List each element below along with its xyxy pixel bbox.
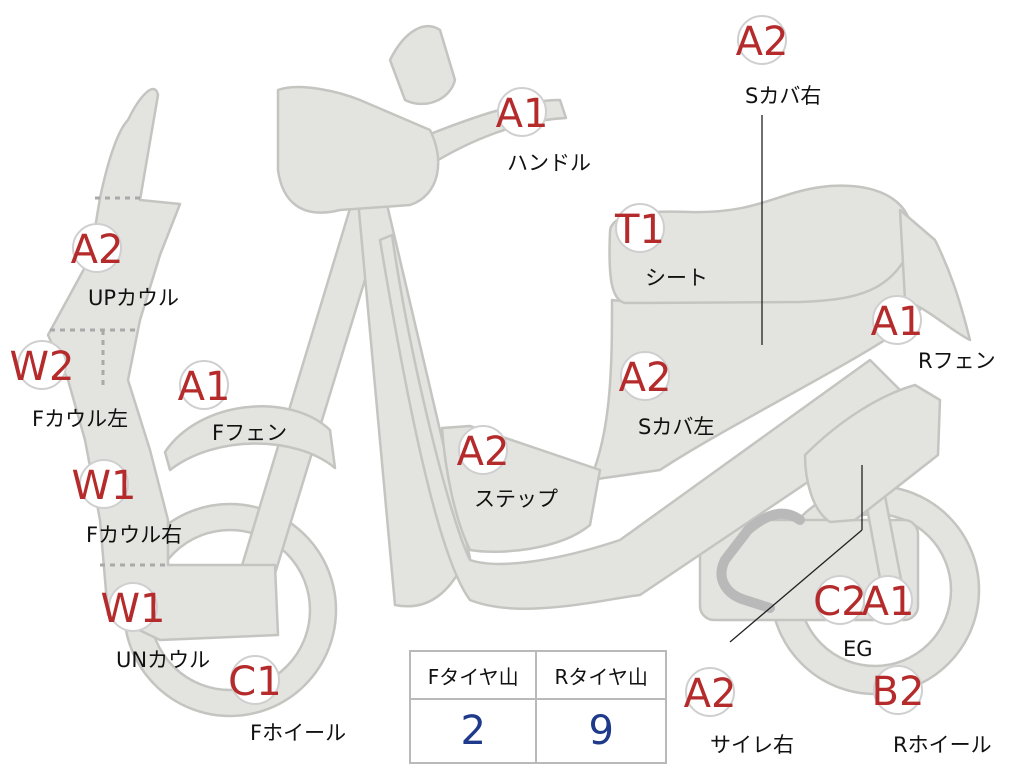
label-f-cowl-right: W1 Fカウル右 [72,459,182,547]
label-f-fender: A1 Fフェン [178,360,287,445]
svg-text:A1: A1 [178,364,231,410]
tire-tread-table: Fタイヤ山 Rタイヤ山 2 9 [408,650,667,764]
svg-text:A2: A2 [684,671,737,717]
svg-text:Fカウル右: Fカウル右 [86,523,182,547]
svg-text:Sカバ右: Sカバ右 [745,84,821,108]
svg-text:Sカバ左: Sカバ左 [638,415,714,439]
svg-text:W1: W1 [101,586,166,632]
label-s-cover-right: A2 Sカバ右 [736,15,821,108]
svg-text:Fカウル左: Fカウル左 [32,407,128,431]
label-engine: C2 A1 EG [813,575,915,661]
svg-text:A2: A2 [619,355,672,401]
mirror [388,25,457,106]
svg-text:T1: T1 [614,207,665,253]
label-side-right: A2 サイレ右 [684,667,794,757]
label-r-wheel: B2 Rホイール [872,665,992,757]
svg-text:Fフェン: Fフェン [212,421,287,445]
svg-text:A1: A1 [871,299,924,345]
label-step: A2 ステップ [457,425,558,511]
svg-text:Fホイール: Fホイール [250,721,346,745]
rear-tread-header: Rタイヤ山 [535,650,667,700]
label-seat: T1 シート [614,203,708,290]
svg-text:サイレ右: サイレ右 [710,733,794,757]
svg-text:A2: A2 [736,19,789,65]
front-tread-value: 2 [408,698,538,764]
exhaust-pipe [716,508,805,613]
headlight-housing [276,85,440,214]
seat-shape [608,184,913,305]
svg-text:W1: W1 [72,463,137,509]
svg-text:A1: A1 [496,91,549,137]
front-tread-header: Fタイヤ山 [408,650,538,700]
label-un-cowl: W1 UNカウル [101,582,210,672]
svg-text:A2: A2 [71,227,124,273]
svg-text:ハンドル: ハンドル [507,151,591,175]
svg-text:B2: B2 [872,669,925,715]
svg-text:シート: シート [645,266,708,290]
svg-text:C1: C1 [228,659,281,705]
leader-side-right-2 [729,529,863,643]
svg-text:A1: A1 [862,579,915,625]
svg-text:Rフェン: Rフェン [918,349,996,373]
label-up-cowl: A2 UPカウル [71,223,179,310]
label-s-cover-left: A2 Sカバ左 [619,351,714,439]
label-r-fender: A1 Rフェン [871,295,996,373]
svg-text:EG: EG [843,637,873,661]
muffler [803,383,942,524]
svg-text:ステップ: ステップ [474,487,558,511]
front-fender-shape [163,405,337,472]
svg-text:UPカウル: UPカウル [88,286,179,310]
svg-text:C2: C2 [813,579,866,625]
label-f-cowl-left: W2 Fカウル左 [10,340,128,431]
svg-text:Rホイール: Rホイール [893,733,992,757]
rear-tread-value: 9 [535,698,667,764]
label-f-wheel: C1 Fホイール [228,655,346,745]
rear-fender-shape [898,208,972,342]
label-handle: A1 ハンドル [496,87,591,175]
svg-text:W2: W2 [10,344,75,390]
svg-text:UNカウル: UNカウル [116,648,210,672]
svg-text:A2: A2 [457,429,510,475]
